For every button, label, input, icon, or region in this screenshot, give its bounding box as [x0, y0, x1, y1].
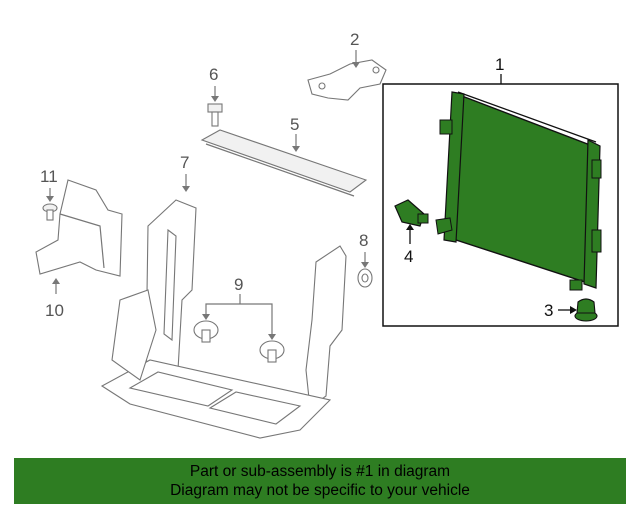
- screw-shank: [46, 209, 54, 221]
- mount-bushing-top: [576, 298, 596, 314]
- upper-panel-edge: [205, 143, 355, 197]
- callout-1[interactable]: 1: [495, 55, 504, 74]
- callout-6[interactable]: 6: [209, 65, 218, 84]
- radiator-bracket-right-2: [591, 229, 602, 253]
- upper-panel: [200, 129, 368, 193]
- sensor-tip: [417, 213, 429, 224]
- radiator-support-tray-inner-2: [208, 391, 302, 425]
- upper-panel-group[interactable]: 5: [200, 115, 368, 197]
- bolt-head: [207, 103, 223, 113]
- callout-9-arrow-left: [202, 314, 210, 320]
- screw-group[interactable]: 11: [40, 167, 58, 221]
- upper-bracket-hole-2: [372, 66, 380, 74]
- radiator-top-rail: [457, 91, 597, 143]
- callout-9[interactable]: 9: [234, 275, 243, 294]
- callout-11-arrow: [46, 196, 54, 202]
- radiator-assembly-group[interactable]: 1: [382, 55, 619, 327]
- callout-3[interactable]: 3: [544, 301, 553, 320]
- callout-8[interactable]: 8: [359, 231, 368, 250]
- mount-bushing-group[interactable]: 3: [544, 298, 598, 322]
- grommet-group[interactable]: 8: [357, 231, 373, 288]
- radiator-support-crossmember: [111, 289, 157, 381]
- bolt-shank: [211, 111, 219, 127]
- bolt-group[interactable]: 6: [207, 65, 223, 127]
- callout-3-arrow: [570, 306, 577, 314]
- clip-right-stem: [267, 349, 277, 363]
- banner-line-2: Diagram may not be specific to your vehi…: [170, 482, 470, 499]
- banner-line-1: Part or sub-assembly is #1 in diagram: [189, 463, 451, 480]
- callout-10[interactable]: 10: [45, 301, 64, 320]
- callout-6-arrow: [211, 96, 219, 102]
- grommet-center: [361, 273, 369, 283]
- callout-11[interactable]: 11: [40, 167, 58, 186]
- radiator-support-right-upright: [305, 245, 347, 410]
- air-deflector-fold: [59, 213, 105, 269]
- callout-7-arrow: [182, 186, 190, 192]
- callout-4-arrow: [406, 224, 414, 230]
- sensor-group[interactable]: 4: [394, 199, 429, 266]
- air-deflector-group[interactable]: 10: [35, 179, 123, 320]
- callout-7[interactable]: 7: [180, 153, 189, 172]
- upper-bracket-group[interactable]: 2: [307, 30, 387, 101]
- radiator-support-tray-inner-1: [128, 371, 234, 407]
- parts-diagram: 1 4 3 2 6 5: [35, 30, 619, 439]
- callout-4[interactable]: 4: [404, 247, 413, 266]
- callout-2-arrow: [352, 62, 360, 68]
- air-deflector: [35, 179, 123, 277]
- callout-9-bracket: [205, 303, 273, 338]
- callout-5[interactable]: 5: [290, 115, 299, 134]
- upper-bracket-hole-1: [318, 82, 326, 90]
- callout-8-arrow: [361, 262, 369, 268]
- radiator-support-center-rib: [163, 228, 177, 342]
- upper-bracket: [307, 59, 387, 101]
- radiator-bottom-mount: [569, 279, 583, 291]
- callout-2[interactable]: 2: [350, 30, 359, 49]
- radiator-bracket-right-1: [591, 159, 602, 179]
- callout-9-arrow-right: [268, 334, 276, 340]
- radiator-bracket-top-left: [439, 119, 453, 135]
- callout-10-arrow: [52, 278, 60, 284]
- clip-left-stem: [201, 329, 211, 343]
- radiator-outlet: [435, 217, 453, 235]
- clips-group[interactable]: 9: [193, 275, 285, 363]
- callout-5-arrow: [292, 146, 300, 152]
- radiator-support-group[interactable]: 7: [100, 153, 347, 439]
- info-banner: Part or sub-assembly is #1 in diagram Di…: [14, 458, 626, 504]
